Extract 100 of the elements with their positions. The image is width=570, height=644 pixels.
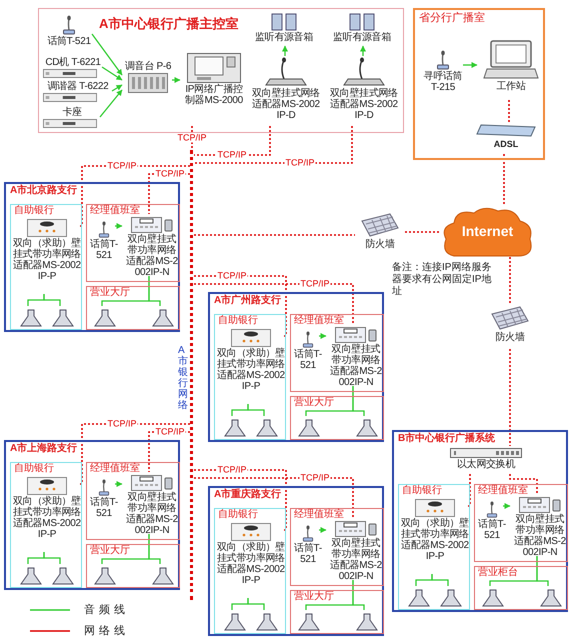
- room-title: 自助银行: [14, 206, 54, 216]
- device-label: 双向（求助）壁挂式带功率网络适配器MS-2002IP-P: [401, 518, 469, 562]
- arrow: [503, 503, 510, 509]
- speaker-icon: [19, 309, 43, 327]
- room-frame: [413, 8, 545, 160]
- arrow: [319, 527, 326, 533]
- speaker-icon: [51, 567, 75, 585]
- vertical-label: A市银行网络: [178, 345, 188, 411]
- zone-frame: [290, 590, 384, 634]
- device-label: CD机 T-6221: [44, 57, 102, 68]
- room-title: A市重庆路支行: [214, 490, 282, 500]
- audio-line: [247, 598, 265, 610]
- branch-frame: [392, 430, 568, 612]
- device-label: 双向壁挂式带功率网络适配器MS-2002IP-N: [125, 492, 179, 536]
- room-title: 营业大厅: [90, 288, 130, 298]
- zone-frame: [86, 204, 180, 282]
- speaker-icon: [355, 613, 379, 631]
- room-title: B市中心银行广播系统: [398, 434, 496, 444]
- branch-frame: [208, 292, 384, 442]
- edge-label: TCP/IP: [154, 170, 186, 178]
- device-label: 双向壁挂式带功率网络适配器MS-2002IP-N: [329, 344, 383, 388]
- network-line: [508, 100, 510, 122]
- speaker-icon: [539, 589, 563, 607]
- room-title: 自助银行: [218, 510, 258, 520]
- arrow: [115, 481, 122, 487]
- room-title: 经理值班室: [294, 316, 344, 326]
- device-label: 监听有源音箱: [332, 32, 392, 43]
- speaker-icon: [19, 567, 43, 585]
- speaker-icon: [439, 589, 463, 607]
- branch-frame: [4, 440, 180, 590]
- speaker-icon: [255, 613, 279, 631]
- device-label: ADSL: [494, 139, 518, 150]
- zone-frame: [86, 462, 180, 540]
- arrow: [463, 62, 478, 68]
- room-title: 营业大厅: [294, 592, 334, 602]
- edge-label: TCP/IP: [284, 158, 316, 168]
- speaker-icon: [151, 309, 175, 327]
- speaker-icon: [151, 567, 175, 585]
- speaker-icon: [407, 589, 431, 607]
- room-title: 省分行广播室: [419, 13, 485, 24]
- room-title: 经理值班室: [478, 486, 528, 496]
- speaker-icon: [223, 613, 247, 631]
- room-title: 经理值班室: [294, 510, 344, 520]
- zone-frame: [290, 508, 384, 586]
- speaker-icon: [297, 419, 321, 437]
- network-line: [405, 231, 440, 233]
- device-label: 调音台 P-6: [124, 61, 172, 72]
- room-title: 营业柜台: [478, 568, 518, 578]
- network-line: [503, 154, 505, 205]
- zone-frame: [474, 484, 568, 562]
- legend-label: 网络线: [84, 624, 129, 638]
- room-title: 经理值班室: [90, 206, 140, 216]
- device-label: 话筒T-521: [90, 497, 118, 519]
- room-title: 自助银行: [218, 316, 258, 326]
- speaker-icon: [481, 589, 505, 607]
- room-title: 自助银行: [402, 486, 442, 496]
- device-label: 双向壁挂式网络适配器MS-2002IP-D: [329, 88, 399, 121]
- speaker-icon: [355, 419, 379, 437]
- network-line: [191, 126, 193, 150]
- device-label: 防火墙: [494, 332, 526, 343]
- speaker-icon: [93, 567, 117, 585]
- device-label: 双向壁挂式带功率网络适配器MS-2002IP-N: [329, 538, 383, 582]
- edge-label: TCP/IP: [176, 134, 208, 142]
- edge-label: TCP/IP: [300, 474, 330, 482]
- room-title: 营业大厅: [294, 398, 334, 408]
- edge-label: TCP/IP: [300, 280, 330, 288]
- network-line: [509, 349, 511, 446]
- audio-line: [43, 552, 61, 564]
- audio-line: [352, 580, 365, 610]
- network-line: [194, 126, 353, 164]
- room-title: 营业大厅: [90, 546, 130, 556]
- network-line: [509, 474, 538, 494]
- room-title: 自助银行: [14, 464, 54, 474]
- zone-frame: [290, 314, 384, 392]
- zone-frame: [398, 484, 470, 610]
- audio-line: [536, 556, 549, 586]
- zone-frame: [214, 314, 286, 440]
- branch-frame: [208, 486, 384, 636]
- speaker-icon: [51, 309, 75, 327]
- device-label: 寻呼话筒 T-215: [422, 71, 464, 93]
- device-label: 话筒T-521: [478, 519, 506, 541]
- device-label: 双向（求助）壁挂式带功率网络适配器MS-2002IP-P: [13, 238, 81, 282]
- arrow: [112, 84, 122, 92]
- device-label: 话筒T-521: [294, 543, 322, 565]
- device-label: 双向壁挂式带功率网络适配器MS-2002IP-N: [513, 514, 567, 558]
- audio-line: [352, 386, 365, 416]
- room-title: A市北京路支行: [10, 186, 78, 196]
- device-label: 监听有源音箱: [254, 32, 314, 43]
- edge-label: TCP/IP: [216, 272, 248, 280]
- device-label: 工作站: [495, 81, 527, 92]
- device-label: 话筒T-521: [294, 349, 322, 371]
- zone-frame: [10, 204, 82, 330]
- audio-line: [148, 534, 161, 564]
- speaker-icon: [223, 419, 247, 437]
- device-label: 防火墙: [364, 239, 396, 250]
- room-frame: [38, 8, 404, 133]
- zone-frame: [214, 508, 286, 634]
- network-line: [509, 257, 511, 305]
- device-label: 话筒T-521: [46, 36, 92, 47]
- zone-frame: [474, 566, 568, 610]
